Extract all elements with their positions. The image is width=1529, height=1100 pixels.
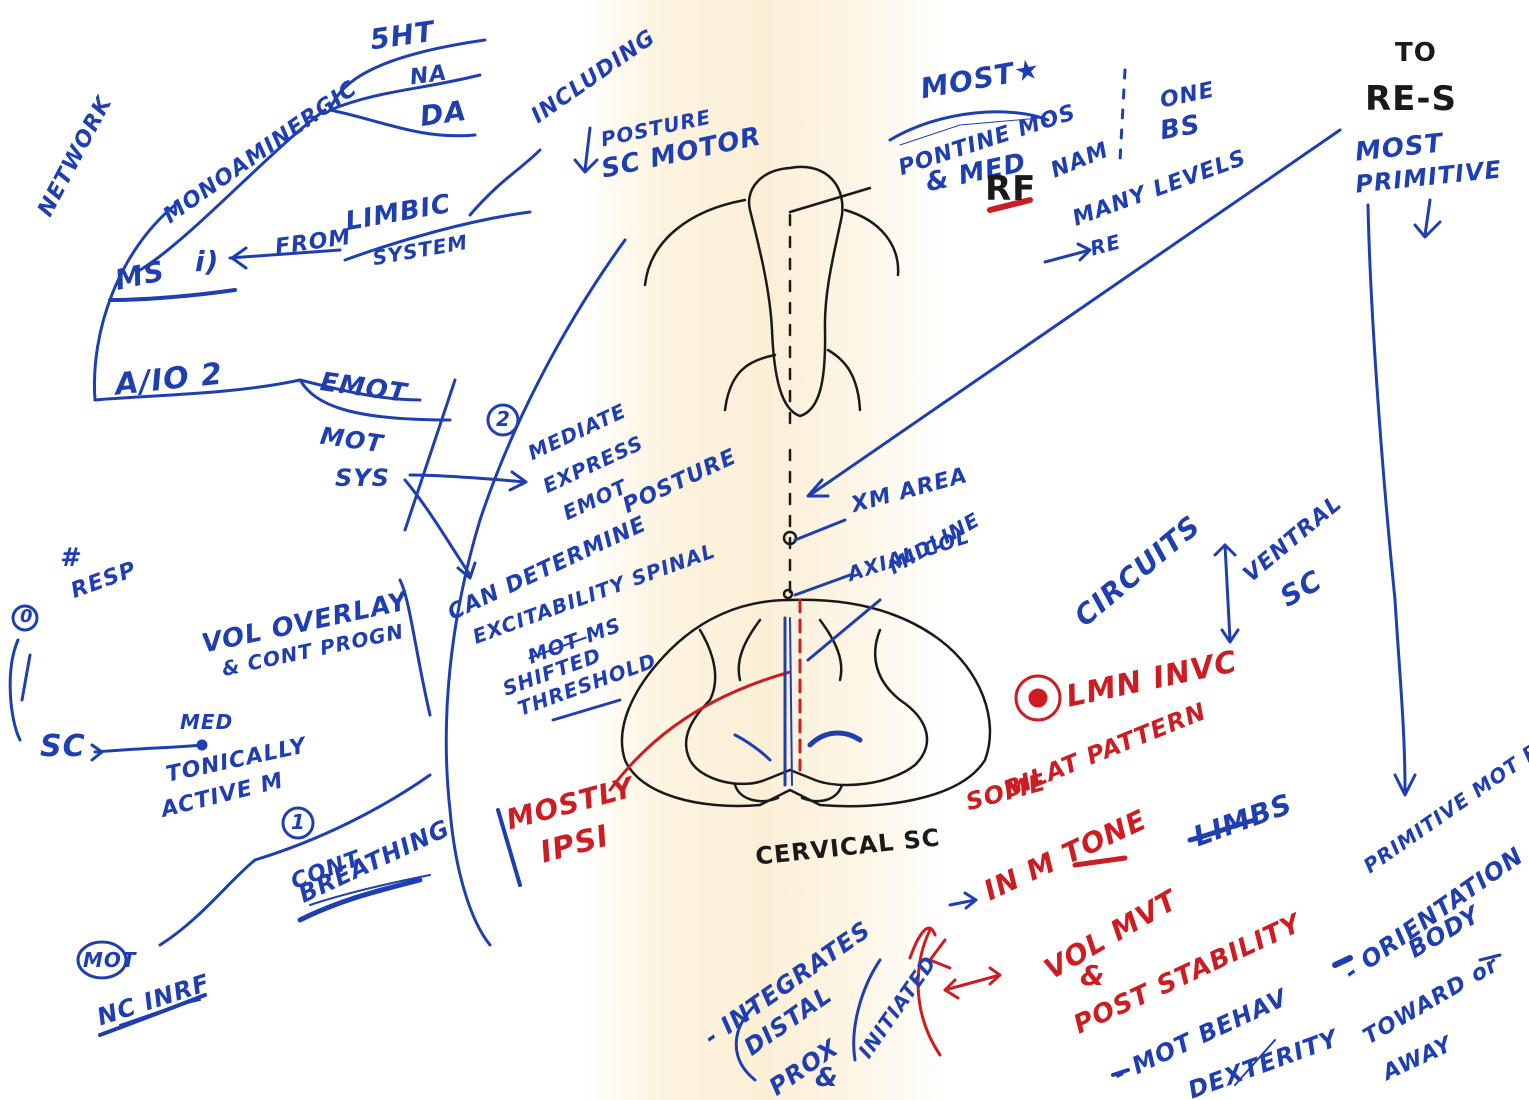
label-sc: SC bbox=[40, 729, 86, 764]
label-mot-circle: MOT bbox=[83, 948, 137, 972]
label-bs: BS bbox=[1157, 109, 1203, 147]
label-da: DA bbox=[417, 93, 469, 134]
label-hash: # bbox=[60, 543, 80, 573]
label-to: TO bbox=[1395, 38, 1437, 68]
target-circle-icon bbox=[1014, 674, 1062, 722]
label-sys: SYS bbox=[335, 464, 390, 492]
label-na: NA bbox=[408, 60, 449, 91]
label-circle-0: 0 bbox=[20, 606, 34, 627]
label-circle-1: 1 bbox=[291, 810, 306, 834]
label-circle-2: 2 bbox=[496, 407, 511, 431]
brainstem-drawing bbox=[643, 165, 900, 602]
label-and: & bbox=[815, 1063, 839, 1093]
label-rf: RF bbox=[985, 169, 1037, 209]
label-med: MED bbox=[180, 710, 234, 734]
spinal-cord-cross-section-drawing bbox=[620, 598, 992, 808]
label-re-s: RE-S bbox=[1365, 79, 1458, 119]
label-i: i) bbox=[195, 245, 220, 278]
label-amp: & bbox=[1080, 959, 1106, 992]
star-icon: ★ bbox=[1011, 51, 1043, 89]
